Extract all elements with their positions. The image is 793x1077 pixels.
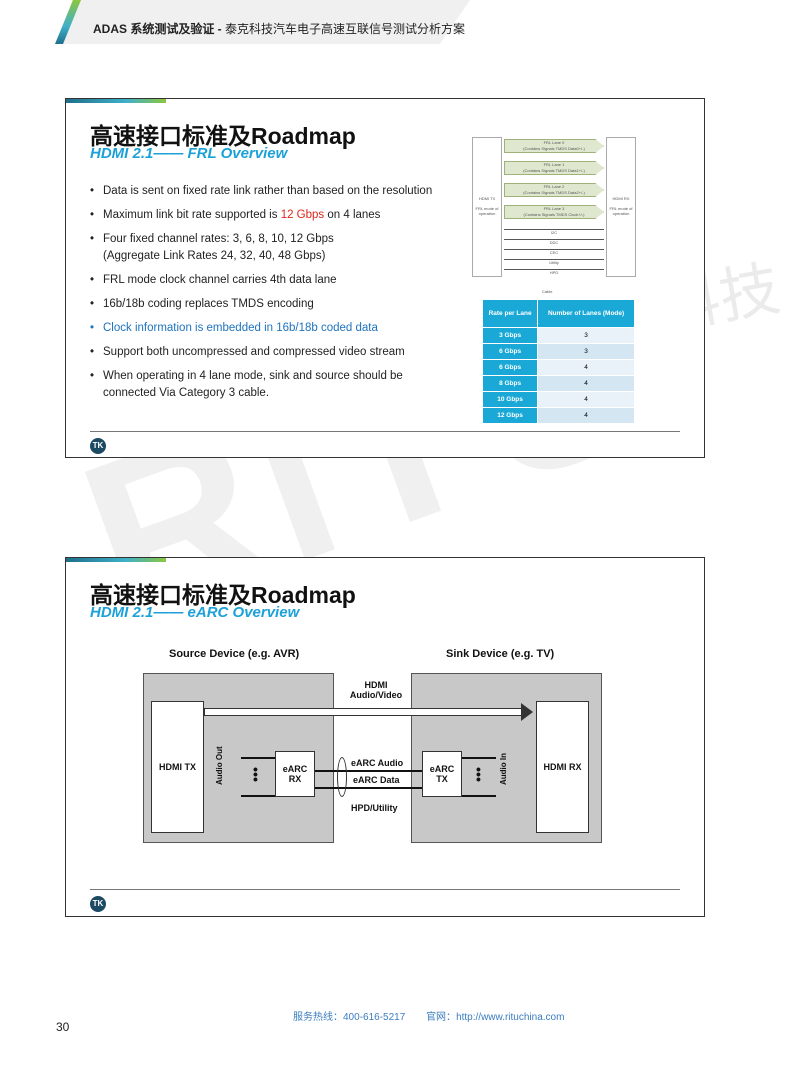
bullet-item: Four fixed channel rates: 3, 6, 8, 10, 1…	[90, 231, 460, 265]
slide-title: 高速接口标准及Roadmap	[90, 123, 356, 149]
page-footer: 服务热线：400-616-5217 官网：http://www.rituchin…	[293, 1012, 565, 1023]
bullet-item: Data is sent on fixed rate link rather t…	[90, 183, 460, 200]
slide-accent-bar	[66, 99, 166, 103]
ellipsis-dots: •••	[253, 761, 258, 787]
audio-out-lines	[241, 757, 275, 797]
audio-in-label: Audio In	[499, 753, 508, 785]
slide-frl-overview: 高速接口标准及Roadmap HDMI 2.1—— FRL Overview D…	[65, 98, 705, 458]
table-header: Number of Lanes (Mode)	[537, 299, 635, 328]
tk-logo-icon: TK	[90, 896, 106, 912]
header-band	[60, 0, 470, 44]
audio-in-lines	[462, 757, 496, 797]
tk-logo-icon: TK	[90, 438, 106, 454]
signal-line: HPD	[504, 269, 604, 275]
page-number: 30	[56, 1020, 70, 1034]
hdmi-rx-box: HDMI RX	[536, 701, 589, 833]
bullet-item: When operating in 4 lane mode, sink and …	[90, 368, 460, 402]
earc-audio-line	[315, 770, 422, 772]
source-device-label: Source Device (e.g. AVR)	[169, 648, 300, 660]
frl-lane: FRL Lane 1(Contains Signals TMDS Data1+/…	[504, 161, 604, 175]
slide-footer-rule	[90, 431, 680, 432]
frl-lane: FRL Lane 0(Contains Signals TMDS Data0+/…	[504, 139, 604, 153]
earc-data-label: eARC Data	[353, 775, 400, 785]
table-header: Rate per Lane	[481, 299, 539, 328]
slide-accent-bar	[66, 558, 166, 562]
audio-out-label: Audio Out	[215, 746, 224, 785]
header-rest: 泰克科技汽车电子高速互联信号测试分析方案	[225, 22, 466, 36]
av-arrowhead	[521, 703, 533, 721]
bullet-list: Data is sent on fixed rate link rather t…	[90, 183, 460, 409]
header-bold: ADAS 系统测试及验证 -	[93, 22, 226, 36]
cable-ellipse	[337, 757, 347, 797]
earc-data-line	[315, 787, 422, 789]
hpd-utility-label: HPD/Utility	[351, 803, 398, 813]
signal-line: I2C	[504, 229, 604, 235]
document-header: ADAS 系统测试及验证 - 泰克科技汽车电子高速互联信号测试分析方案	[93, 20, 465, 37]
slide-footer-rule	[90, 889, 680, 890]
earc-audio-label: eARC Audio	[351, 758, 404, 768]
signal-line: CEC	[504, 249, 604, 255]
hdmi-tx-box: HDMI TX	[151, 701, 204, 833]
bullet-item-highlight: Clock information is embedded in 16b/18b…	[90, 320, 460, 337]
slide-subtitle: HDMI 2.1—— FRL Overview	[90, 145, 288, 162]
website-link[interactable]: http://www.rituchina.com	[456, 1012, 565, 1023]
bullet-item: Maximum link bit rate supported is 12 Gb…	[90, 207, 460, 224]
earc-diagram: Source Device (e.g. AVR) Sink Device (e.…	[141, 645, 603, 845]
hotline-number: 400-616-5217	[343, 1012, 406, 1023]
signal-line: Utility	[504, 259, 604, 265]
signal-line: DDC	[504, 239, 604, 245]
bullet-item: FRL mode clock channel carries 4th data …	[90, 272, 460, 289]
slide-earc-overview: 高速接口标准及Roadmap HDMI 2.1—— eARC Overview …	[65, 557, 705, 917]
slide-subtitle: HDMI 2.1—— eARC Overview	[90, 604, 300, 621]
av-arrow	[204, 708, 524, 716]
slide-title: 高速接口标准及Roadmap	[90, 582, 356, 608]
bullet-item: 16b/18b coding replaces TMDS encoding	[90, 296, 460, 313]
frl-lane: FRL Lane 2(Contains Signals TMDS Data2+/…	[504, 183, 604, 197]
ellipsis-dots: •••	[476, 761, 481, 787]
sink-device-label: Sink Device (e.g. TV)	[446, 648, 555, 660]
bullet-item: Support both uncompressed and compressed…	[90, 344, 460, 361]
frl-lane: FRL Lane 3(Contains Signals TMDS Clock+/…	[504, 205, 604, 219]
cable-label: Cable	[542, 289, 553, 294]
